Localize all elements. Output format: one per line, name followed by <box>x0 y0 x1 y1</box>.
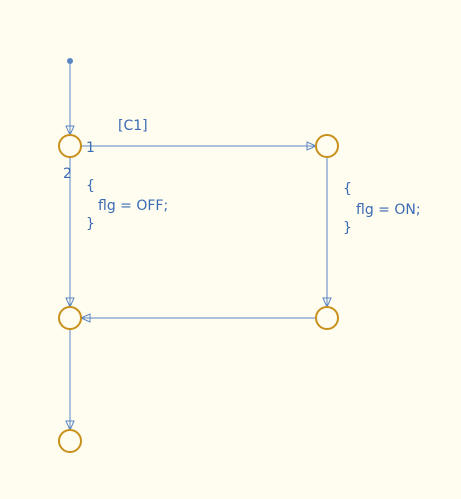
off-action-open-brace: { <box>86 178 95 194</box>
transition-mid-left-arrowhead <box>79 313 91 323</box>
execution-order-2: 2 <box>63 166 72 182</box>
on-action-open-brace: { <box>343 181 352 197</box>
condition-label[interactable]: [C1] <box>118 118 148 134</box>
off-action-label[interactable]: flg = OFF; <box>98 198 169 214</box>
transition-flg-off-arrowhead <box>65 297 75 309</box>
junction-bottom[interactable] <box>58 429 82 453</box>
transition-to-exit-arrowhead <box>65 420 75 432</box>
on-action-label[interactable]: flg = ON; <box>356 202 421 218</box>
junction-top-right[interactable] <box>315 134 339 158</box>
execution-order-1: 1 <box>86 140 95 156</box>
default-transition-arrowhead <box>65 125 75 137</box>
junction-top-left[interactable] <box>58 134 82 158</box>
junction-mid-left[interactable] <box>58 306 82 330</box>
transition-right-down-arrowhead <box>322 297 332 309</box>
junction-mid-right[interactable] <box>315 306 339 330</box>
on-action-close-brace: } <box>343 220 352 236</box>
default-transition-dot[interactable] <box>67 58 73 64</box>
off-action-close-brace: } <box>86 216 95 232</box>
transition-c1-arrowhead <box>306 141 318 151</box>
